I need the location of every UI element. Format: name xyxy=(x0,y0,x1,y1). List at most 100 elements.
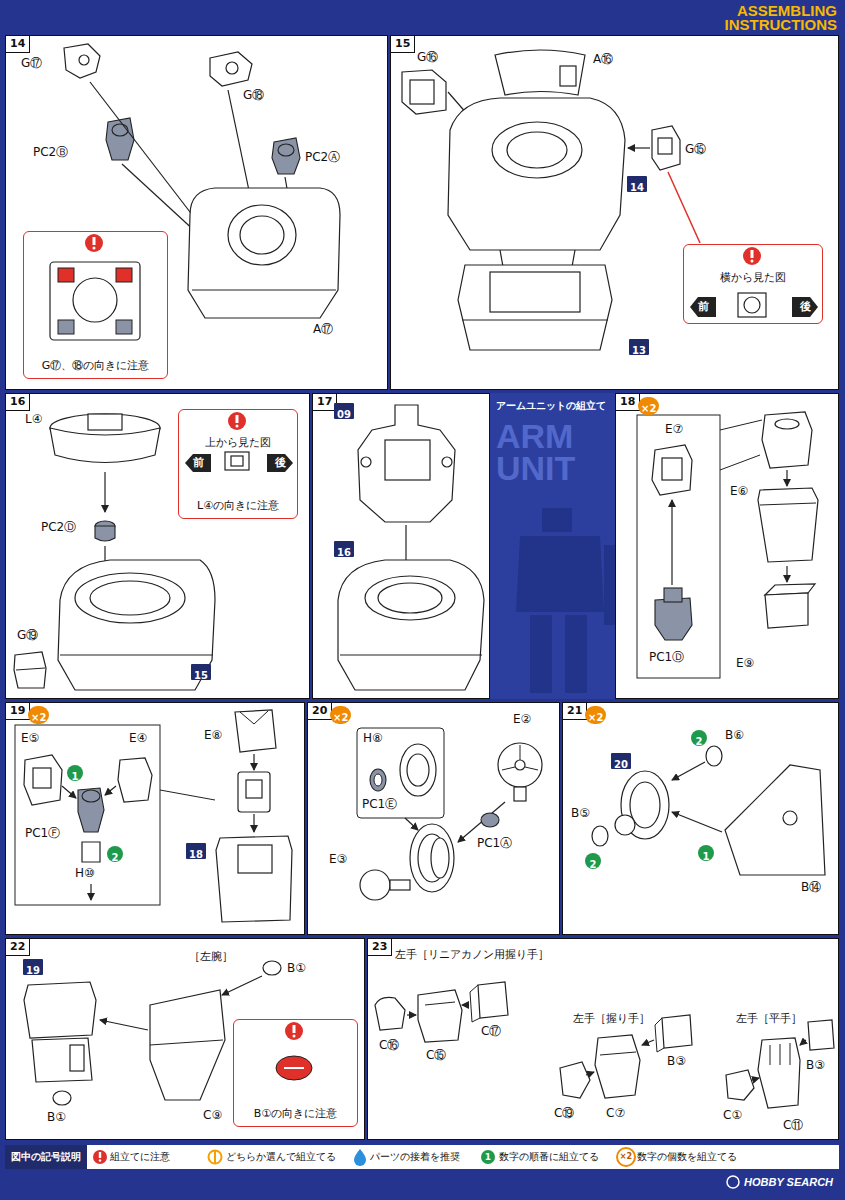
part-label: PC2Ⓐ xyxy=(304,150,341,164)
line-art xyxy=(253,754,254,770)
step16-art xyxy=(14,412,249,690)
line-art xyxy=(100,1020,148,1030)
legend-text: 組立てに注意 xyxy=(110,1151,170,1163)
line-art xyxy=(738,293,766,317)
step14-art xyxy=(50,44,340,340)
direction-marker: 前 xyxy=(690,297,716,317)
line-art xyxy=(658,138,672,154)
line-art xyxy=(285,1022,303,1040)
line-art xyxy=(370,769,386,791)
part-label: C⑰ xyxy=(480,1024,502,1038)
line-art xyxy=(33,768,51,788)
line-art xyxy=(253,814,254,832)
line-art xyxy=(490,272,580,312)
legend-sample-count: ×2 xyxy=(617,1152,635,1162)
line-art xyxy=(14,652,46,688)
line-art xyxy=(706,746,722,766)
caution-note: G⑰、⑱の向きに注意 xyxy=(23,231,168,379)
line-art xyxy=(800,1040,806,1045)
line-art xyxy=(79,55,89,65)
reference-number: 09 xyxy=(334,403,354,419)
line-art xyxy=(516,508,615,693)
line-art xyxy=(727,1176,739,1188)
section-title: アームユニットの組立て xyxy=(496,399,609,412)
part-label: E⑧ xyxy=(203,728,223,742)
line-art xyxy=(786,566,787,582)
line-art xyxy=(118,758,152,802)
line-art xyxy=(808,1020,834,1050)
line-art xyxy=(390,880,410,890)
part-label: E⑥ xyxy=(729,484,749,498)
line-art xyxy=(628,147,650,148)
part-label: B⑭ xyxy=(800,880,822,894)
reference-number-text: 15 xyxy=(194,670,208,681)
direction-arrow-fill xyxy=(690,297,716,317)
step-number: 14 xyxy=(6,36,30,53)
line-art xyxy=(58,268,74,282)
part-label: B① xyxy=(46,1110,67,1124)
line-art xyxy=(507,132,567,168)
line-art xyxy=(481,813,499,827)
line-art xyxy=(481,1150,495,1164)
reference-number-text: 13 xyxy=(632,345,646,356)
part-label: H⑧ xyxy=(362,731,384,745)
part-label: C① xyxy=(722,1108,743,1122)
line-art xyxy=(354,1149,366,1166)
legend-sample-number: 1 xyxy=(484,1151,492,1163)
step-panel: 20×2 xyxy=(307,702,560,935)
line-art xyxy=(664,588,682,602)
reference-number: 18 xyxy=(186,843,206,859)
line-art xyxy=(448,98,625,250)
line-art xyxy=(758,1038,800,1108)
line-art xyxy=(586,1072,594,1075)
line-art xyxy=(150,1040,223,1045)
step-number: 22 xyxy=(6,939,30,956)
line-art xyxy=(150,990,225,1100)
legend-icons xyxy=(93,1148,739,1188)
part-label: E⑨ xyxy=(735,656,755,670)
line-art xyxy=(542,508,572,532)
direction-arrow-fill xyxy=(792,297,818,317)
step-panel: 19×21218 xyxy=(5,702,305,935)
line-art xyxy=(600,1052,636,1055)
section-heading: アームユニットの組立てARM UNIT xyxy=(490,393,615,699)
line-art xyxy=(407,754,429,786)
line-art xyxy=(75,573,185,623)
line-art xyxy=(99,1159,101,1161)
part-label: PC1Ⓕ xyxy=(24,826,61,840)
quantity-text: ×2 xyxy=(333,712,348,723)
line-art xyxy=(340,655,482,656)
line-art xyxy=(88,414,122,430)
line-art xyxy=(90,581,170,615)
line-art xyxy=(525,767,538,770)
line-art xyxy=(478,982,508,1018)
line-art xyxy=(16,668,45,670)
line-art xyxy=(725,765,825,875)
line-art xyxy=(293,1025,296,1033)
line-art xyxy=(562,702,839,935)
line-art xyxy=(263,961,281,975)
line-art xyxy=(5,702,305,935)
part-label: G⑮ xyxy=(684,142,707,156)
line-art xyxy=(312,393,490,699)
line-art xyxy=(752,1078,759,1080)
variant-label: 左手［リニアカノン用握り手］ xyxy=(394,948,550,962)
line-art xyxy=(604,545,615,625)
order-number: 1 xyxy=(698,845,714,861)
line-art xyxy=(458,265,612,350)
step-number: 21 xyxy=(563,703,587,720)
line-art xyxy=(50,428,160,463)
reference-number: 13 xyxy=(629,339,649,355)
line-art xyxy=(492,122,582,178)
order-number: 2 xyxy=(107,846,123,862)
order-number: 2 xyxy=(585,853,601,869)
line-art xyxy=(365,576,455,620)
line-art xyxy=(360,870,390,900)
line-art xyxy=(780,1044,781,1065)
part-label: E⑤ xyxy=(20,731,40,745)
line-art xyxy=(565,615,587,693)
part-label: G⑰ xyxy=(20,56,43,70)
